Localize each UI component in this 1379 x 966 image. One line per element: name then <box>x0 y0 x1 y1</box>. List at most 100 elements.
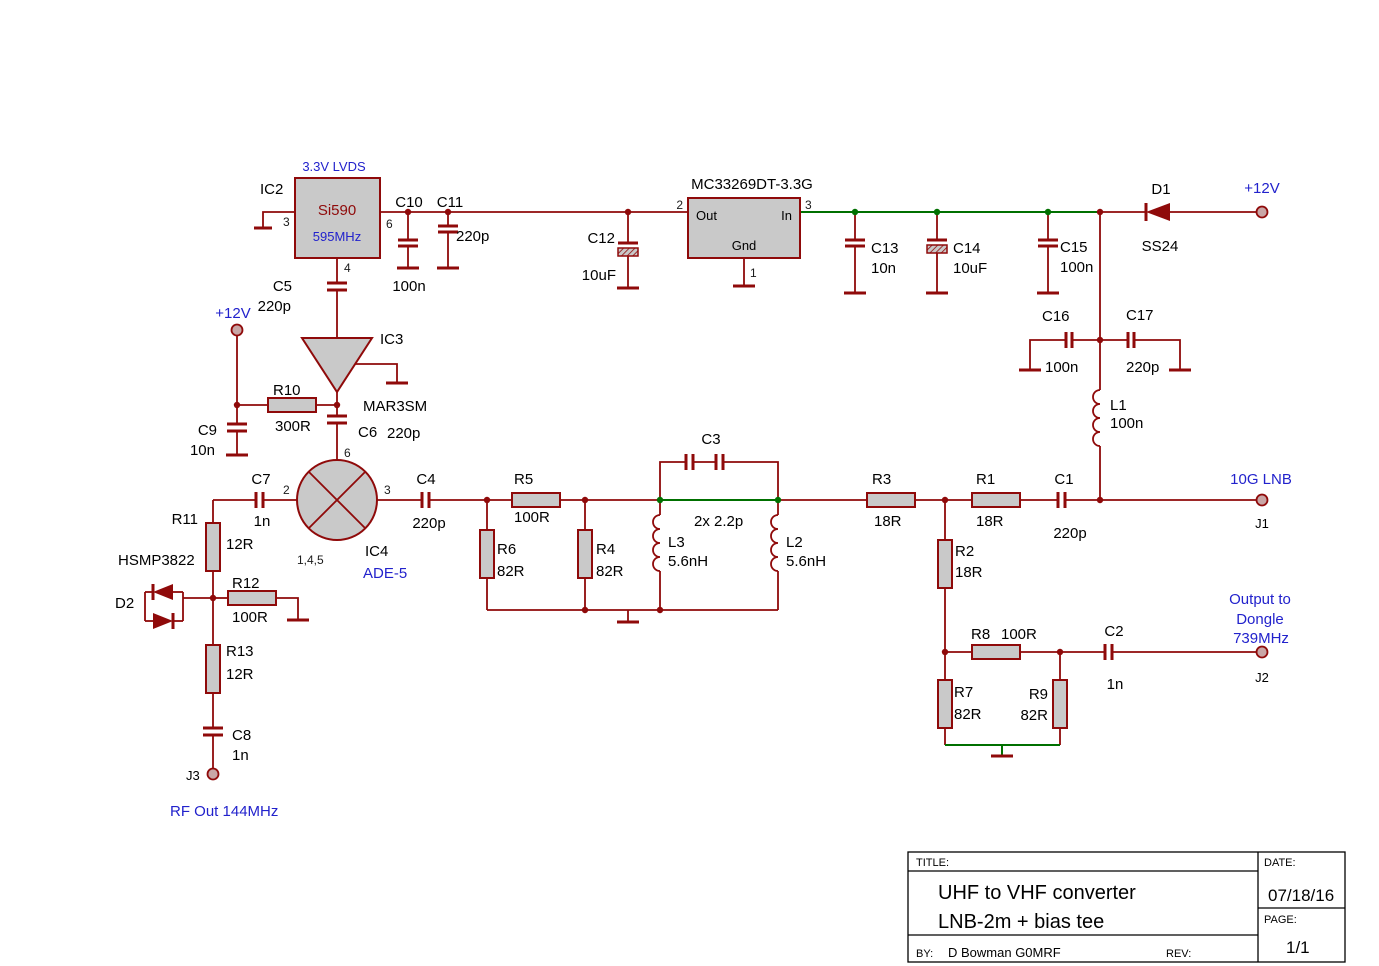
l3-ref: L3 <box>668 534 685 551</box>
capacitor-c14: C14 10uF <box>926 238 987 277</box>
resistor-r2: R2 18R <box>937 539 983 589</box>
c11-ref: C11 <box>437 194 463 211</box>
c10-val: 100n <box>392 278 425 295</box>
c1-val: 220p <box>1053 525 1086 542</box>
regulator-body <box>687 197 801 259</box>
r6-body <box>479 529 495 579</box>
c17-ref: C17 <box>1126 307 1154 324</box>
r9-ref: R9 <box>1029 686 1048 703</box>
junction-dots <box>209 208 1104 656</box>
ic4-pin3: 3 <box>384 483 391 497</box>
c5-ref: C5 <box>273 278 292 295</box>
c6-ref: C6 <box>358 424 377 441</box>
r13-ref: R13 <box>226 643 254 660</box>
inductor-l2: L2 5.6nH <box>770 514 826 572</box>
j1-note: 10G LNB <box>1230 471 1292 488</box>
c10-ref: C10 <box>395 194 423 211</box>
r11-body <box>205 522 221 572</box>
capacitor-c13: C13 10n <box>845 238 899 277</box>
capacitor-c7: C7 1n <box>251 471 270 530</box>
title-block-border <box>907 851 1346 963</box>
ic4-name: ADE-5 <box>363 565 407 582</box>
ic2-freq: 595MHz <box>313 229 361 244</box>
r9-val: 82R <box>1020 707 1048 724</box>
diode-d2-hsmp3822: HSMP3822 D2 <box>115 552 195 629</box>
r13-val: 12R <box>226 666 254 683</box>
r12-val: 100R <box>232 609 268 626</box>
capacitor-c4: C4 220p <box>412 471 445 532</box>
ic2-pin4: 4 <box>344 261 351 275</box>
d1-triangle <box>1146 203 1170 221</box>
r4-ref: R4 <box>596 541 615 558</box>
inductor-l1: L1 100n <box>1092 389 1143 447</box>
terminal-12v-top: +12V <box>1244 180 1280 219</box>
resistor-r6: R6 82R <box>479 529 525 580</box>
regulator-pin-out: Out <box>696 208 717 223</box>
resistor-r4: R4 82R <box>577 529 624 580</box>
c7-ref: C7 <box>251 471 270 488</box>
c1-ref: C1 <box>1054 471 1073 488</box>
ic4-pin2: 2 <box>283 483 290 497</box>
r10-body <box>267 397 317 413</box>
capacitor-c1: C1 220p <box>1053 471 1086 542</box>
j2-note-line1: Output to <box>1229 591 1291 608</box>
ic-ic4-ade5-mixer: IC4 ADE-5 2 3 6 1,4,5 <box>283 446 407 582</box>
capacitor-c17: C17 220p <box>1126 307 1159 376</box>
regulator-pin-gnd: Gnd <box>732 238 757 253</box>
resistor-r9: R9 82R <box>1020 679 1068 729</box>
capacitor-c6: C6 220p <box>327 414 420 442</box>
r3-body <box>866 492 916 508</box>
resistor-r1: R1 18R <box>971 471 1021 530</box>
ic-ic2-si590: IC2 3.3V LVDS Si590 595MHz 3 6 4 <box>260 159 393 275</box>
c5-val: 220p <box>258 298 291 315</box>
c15-val: 100n <box>1060 259 1093 276</box>
r11-ref: R11 <box>172 511 198 528</box>
regulator-pin-num3: 3 <box>805 198 812 212</box>
ground-symbols <box>226 226 1191 758</box>
terminal-pad <box>1255 645 1269 659</box>
c6-val: 220p <box>387 425 420 442</box>
terminal-pad <box>1255 205 1269 219</box>
date-value: 07/18/16 <box>1268 886 1334 905</box>
resistor-r5: R5 100R <box>511 471 561 526</box>
r2-body <box>937 539 953 589</box>
c3-ref: C3 <box>701 431 720 448</box>
r2-ref: R2 <box>955 543 974 560</box>
r5-val: 100R <box>514 509 550 526</box>
connector-j2: Output to Dongle 739MHz J2 <box>1229 591 1291 685</box>
j1-ref: J1 <box>1255 516 1269 531</box>
c3-val: 2x 2.2p <box>694 513 743 530</box>
regulator-pin-in: In <box>781 208 792 223</box>
l2-ref: L2 <box>786 534 803 551</box>
c4-ref: C4 <box>416 471 435 488</box>
connector-j1: 10G LNB J1 <box>1230 471 1292 531</box>
c12-polar-plate <box>617 247 639 257</box>
capacitor-c11: C11 220p <box>437 194 490 245</box>
c13-val: 10n <box>871 260 896 277</box>
terminal-pad <box>206 767 220 781</box>
r13-body <box>205 644 221 694</box>
regulator-name: MC33269DT-3.3G <box>691 176 813 193</box>
c2-val: 1n <box>1107 676 1124 693</box>
j2-note-line2: Dongle <box>1236 611 1284 628</box>
r6-val: 82R <box>497 563 525 580</box>
r9-body <box>1052 679 1068 729</box>
capacitor-c8: C8 1n <box>203 726 251 764</box>
r6-ref: R6 <box>497 541 516 558</box>
r3-ref: R3 <box>872 471 891 488</box>
ic4-ref: IC4 <box>365 543 388 560</box>
c2-ref: C2 <box>1104 623 1123 640</box>
r4-body <box>577 529 593 579</box>
title-block: TITLE: UHF to VHF converter LNB-2m + bia… <box>907 851 1346 963</box>
r10-val: 300R <box>275 418 311 435</box>
c4-val: 220p <box>412 515 445 532</box>
capacitor-c5: C5 220p <box>258 278 347 315</box>
ic2-name: Si590 <box>318 202 356 219</box>
resistor-r11: R11 12R <box>172 511 254 572</box>
diode-d1: D1 SS24 <box>1142 181 1179 255</box>
c14-val: 10uF <box>953 260 987 277</box>
c15-ref: C15 <box>1060 239 1088 256</box>
r12-body <box>227 590 277 606</box>
ic2-pin6: 6 <box>386 217 393 231</box>
